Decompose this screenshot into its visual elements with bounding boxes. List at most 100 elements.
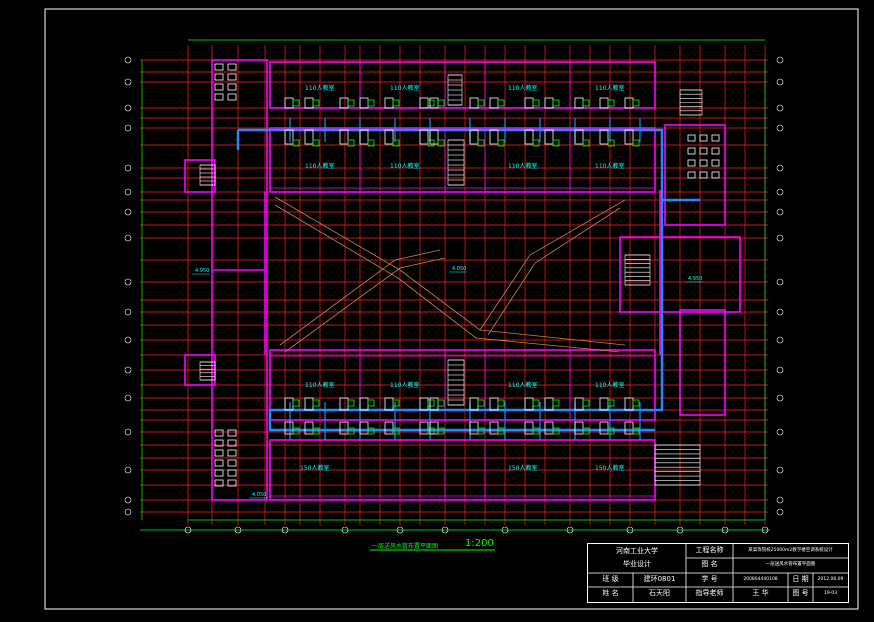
axis-bubble (124, 78, 132, 86)
fan-coil-unit (599, 129, 609, 145)
axis-bubble (341, 526, 349, 534)
fan-coil-unit (359, 97, 369, 109)
fan-coil-unit (489, 129, 499, 145)
axis-bubble (124, 496, 132, 504)
axis-bubble (776, 164, 784, 172)
fan-coil-unit (489, 97, 499, 109)
axis-bubble (776, 466, 784, 474)
axis-bubble (776, 308, 784, 316)
axis-bubble (721, 526, 729, 534)
fan-coil-unit (284, 129, 294, 145)
fan-coil-unit (599, 97, 609, 109)
fan-coil-unit (699, 159, 708, 167)
axis-bubble (501, 526, 509, 534)
school-name: 河南工业大学 (616, 547, 658, 555)
fan-coil-unit (687, 171, 696, 179)
fan-coil-unit (367, 427, 375, 435)
axis-bubble (124, 164, 132, 172)
fan-coil-unit (419, 129, 429, 145)
fan-coil-unit (607, 399, 615, 407)
fan-coil-unit (624, 129, 634, 145)
room-labels: 110人教室 110人教室 110人教室 110人教室 110人教室 110人教… (300, 84, 624, 472)
drawing-value: 一层送风水管布置平面图 (765, 562, 816, 567)
stair-outline (624, 254, 651, 286)
level-mark: 4.050 (252, 492, 266, 498)
fan-coil-unit (292, 99, 300, 107)
axis-bubble (566, 526, 574, 534)
room-label: 110人教室 (508, 84, 537, 92)
axis-bubble (124, 104, 132, 112)
student-id-label: 学 号 (701, 575, 718, 583)
fan-coil-unit (367, 99, 375, 107)
fan-coil-unit (419, 97, 429, 109)
fan-coil-unit (304, 397, 314, 411)
fan-coil-unit (632, 399, 640, 407)
stair-outline (199, 164, 216, 186)
stair-outline (654, 444, 701, 486)
date-value: 2012.06.09 (817, 577, 844, 582)
axis-bubble (124, 208, 132, 216)
axis-bubble (124, 508, 132, 516)
fan-coil-unit (624, 397, 634, 411)
fan-coil-unit (392, 427, 400, 435)
class-value: 建环0801 (643, 575, 676, 583)
fan-coil-unit (347, 427, 355, 435)
fan-coil-unit (312, 427, 320, 435)
fan-coil-unit (227, 459, 237, 467)
axis-bubble (124, 188, 132, 196)
axis-bubble (124, 394, 132, 402)
room-label: 110人教室 (508, 381, 537, 389)
courtyard-diagonals (274, 196, 626, 353)
axis-bubble (776, 104, 784, 112)
room-label: 110人教室 (390, 84, 419, 92)
level-triangles (192, 271, 703, 499)
outer-frame (44, 8, 859, 610)
level-mark: 4.950 (195, 268, 209, 274)
room-label: 110人教室 (390, 381, 419, 389)
date-label: 日 期 (792, 575, 809, 583)
axis-bubble (124, 278, 132, 286)
fan-coil-unit (574, 129, 584, 145)
stair-outline (447, 359, 465, 406)
fan-coil-unit (339, 129, 349, 145)
fan-coil-unit (574, 97, 584, 109)
axis-bubble (776, 234, 784, 242)
fan-coil-unit (339, 397, 349, 411)
fan-coil-unit (524, 397, 534, 411)
fan-coil-unit (544, 129, 554, 145)
axis-bubble (776, 188, 784, 196)
project-label: 工程名称 (695, 546, 724, 554)
axis-bubble (124, 124, 132, 132)
room-label: 150人教室 (595, 464, 624, 472)
axis-bubble (626, 526, 634, 534)
fan-coil-unit (544, 97, 554, 109)
fan-coil-unit (532, 139, 540, 147)
stair-outline (679, 89, 703, 116)
fan-coil-unit (214, 93, 224, 101)
fan-coil-unit (367, 139, 375, 147)
fan-coil-unit (214, 479, 224, 487)
fan-coil-unit (427, 399, 435, 407)
title-block: 河南工业大学 毕业设计 工程名称 某高等院校25000m2教学楼空调系统设计 图… (587, 543, 849, 603)
fan-coil-unit (347, 399, 355, 407)
student-id-value: 200804440108 (743, 577, 778, 582)
fan-coil-unit (392, 139, 400, 147)
fan-coil-unit (427, 99, 435, 107)
fan-coil-unit (304, 97, 314, 109)
fan-coil-unit (347, 99, 355, 107)
fan-coil-unit (284, 97, 294, 109)
fan-coil-unit (582, 427, 590, 435)
stairs (199, 74, 703, 486)
axis-bubble (124, 366, 132, 374)
project-value: 某高等院校25000m2教学楼空调系统设计 (748, 548, 833, 553)
fan-coil-unit (632, 99, 640, 107)
fan-coil-unit (227, 73, 237, 81)
fan-coil-unit (687, 159, 696, 167)
room-label: 110人教室 (390, 162, 419, 170)
drawing-caption: 一层送风水管布置平面图 (372, 543, 439, 550)
class-label: 班 级 (602, 575, 619, 583)
fan-coil-unit (477, 427, 485, 435)
fan-coil-unit (312, 99, 320, 107)
fan-coil-unit (359, 397, 369, 411)
fan-coil-unit (469, 97, 479, 109)
